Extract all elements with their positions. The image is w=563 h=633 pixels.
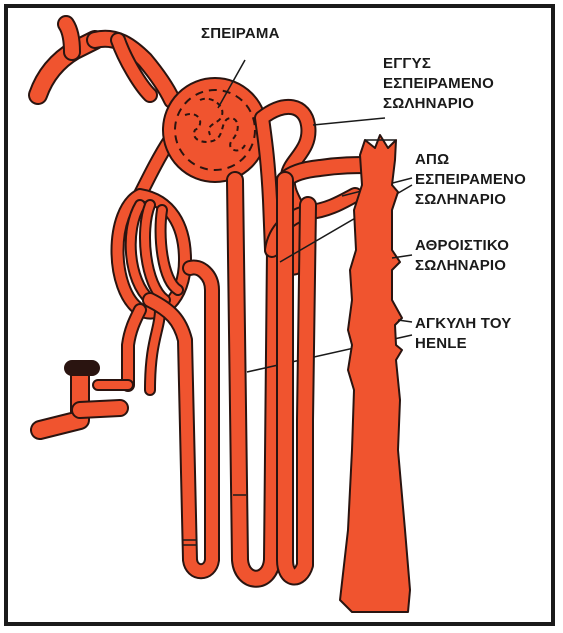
label-proximal-tubule: ΕΓΓΥΣ ΕΣΠΕΙΡΑΜΕΝΟ ΣΩΛΗΝΑΡΙΟ: [383, 54, 494, 114]
label-loop-of-henle: ΑΓΚΥΛΗ ΤΟΥ HENLE: [415, 314, 511, 354]
label-collecting-duct: ΑΘΡΟΙΣΤΙΚΟ ΣΩΛΗΝΑΡΙΟ: [415, 236, 509, 276]
efferent-arteriole: [40, 368, 120, 430]
glomerulus: [163, 60, 267, 182]
peritubular-capillaries: [98, 140, 185, 390]
afferent-arteriole: [38, 24, 172, 100]
label-distal-tubule: ΑΠΩ ΕΣΠΕΙΡΑΜΕΝΟ ΣΩΛΗΝΑΡΙΟ: [415, 150, 526, 210]
label-glomerulus: ΣΠΕΙΡΑΜΑ: [201, 24, 280, 44]
collecting-duct: [340, 135, 412, 612]
vasa-recta-loop: [150, 267, 212, 571]
